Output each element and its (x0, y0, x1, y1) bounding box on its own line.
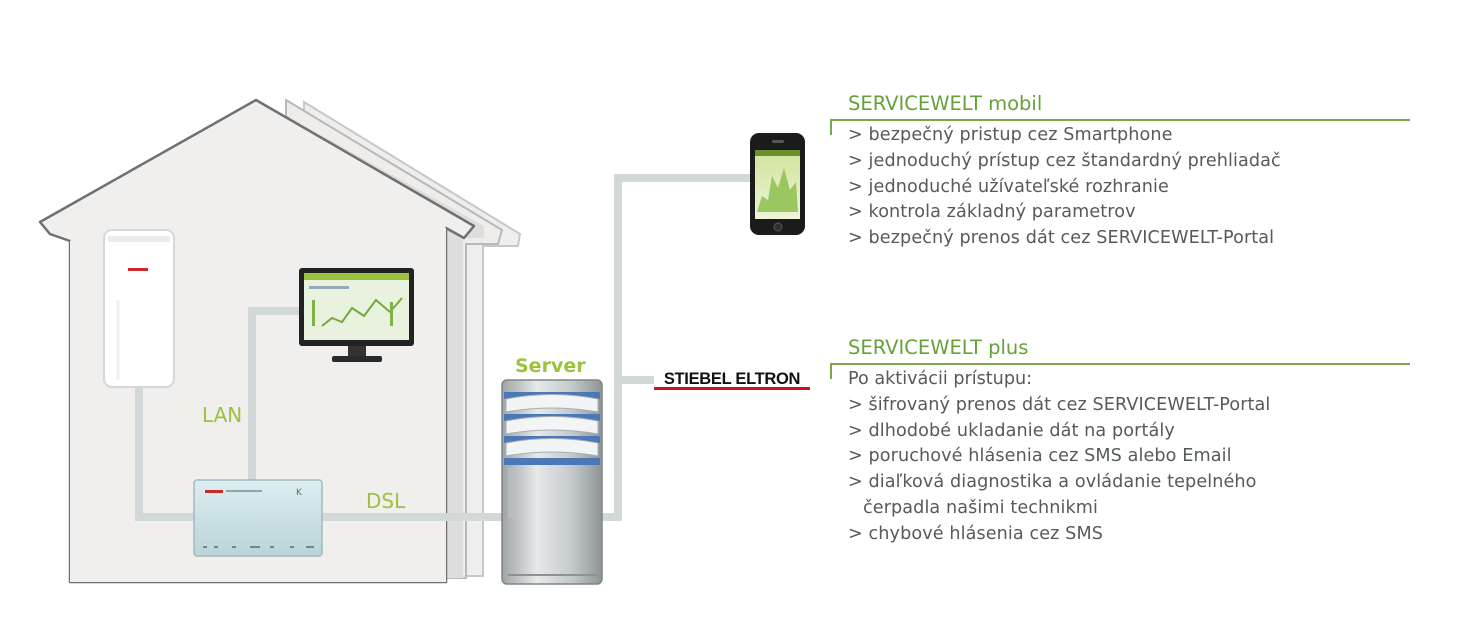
svg-text:STIEBEL ELTRON: STIEBEL ELTRON (664, 370, 800, 388)
servicewelt-plus-panel: SERVICEWELT plus Po aktivácii prístupu: … (830, 336, 1410, 548)
server-label: Server (515, 355, 586, 377)
lan-cable (248, 307, 304, 484)
list-item: > chybové hlásenia cez SMS (848, 523, 1103, 544)
list-item: > diaľková diagnostika a ovládanie tepel… (848, 472, 1257, 493)
list-item: > jednoduché užívateľské rozhranie (848, 176, 1169, 197)
mobil-feature-list: > bezpečný pristup cez Smartphone > jedn… (848, 123, 1410, 252)
mobil-divider (830, 119, 1410, 135)
list-item-continuation: čerpadla našimi technikmi (863, 497, 1099, 518)
heat-pump-icon (103, 229, 175, 388)
svg-text:K: K (296, 488, 303, 498)
plus-divider (830, 363, 1410, 379)
connection-lines (135, 174, 751, 521)
gateway-icon: K (193, 479, 323, 557)
plus-feature-list: > šifrovaný prenos dát cez SERVICEWELT-P… (848, 393, 1410, 548)
list-item: > dlhodobé ukladanie dát na portály (848, 420, 1175, 441)
smartphone-icon (750, 133, 805, 235)
servicewelt-mobil-panel: SERVICEWELT mobil > bezpečný pristup cez… (830, 92, 1410, 252)
list-item: > poruchové hlásenia cez SMS alebo Email (848, 446, 1232, 467)
list-item: > šifrovaný prenos dát cez SERVICEWELT-P… (848, 394, 1271, 415)
list-item: > bezpečný pristup cez Smartphone (848, 125, 1173, 145)
server-icon (501, 379, 603, 585)
list-item: > kontrola základný parametrov (848, 202, 1136, 223)
mobil-title: SERVICEWELT mobil (848, 92, 1043, 115)
lan-label: LAN (202, 403, 242, 427)
plus-intro: Po aktivácii prístupu: (848, 369, 1033, 389)
plus-title: SERVICEWELT plus (848, 336, 1029, 359)
server-uplink (596, 174, 751, 521)
list-item: > jednoduchý prístup cez štandardný preh… (848, 150, 1281, 171)
list-item: > bezpečný prenos dát cez SERVICEWELT-Po… (848, 228, 1275, 249)
monitor-icon (299, 268, 414, 362)
stiebel-eltron-logo: STIEBEL ELTRON (654, 369, 810, 390)
heat-pump-cable (135, 386, 200, 521)
dsl-label: DSL (366, 489, 406, 513)
